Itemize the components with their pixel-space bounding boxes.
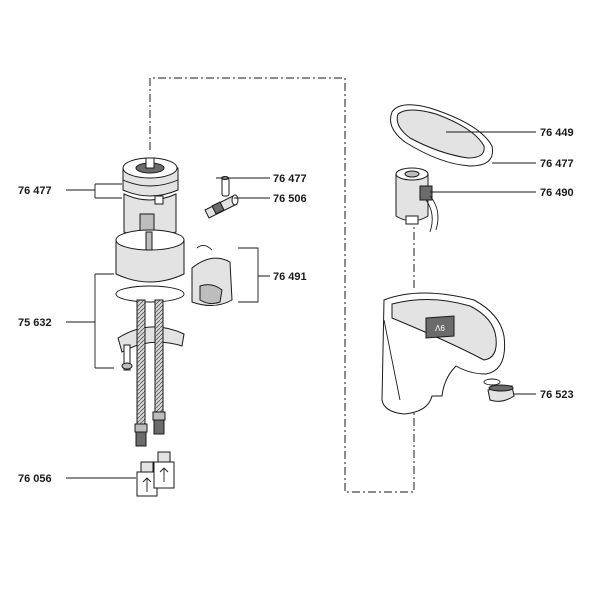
supply-hose-right: [152, 299, 166, 435]
leader-lines: [66, 131, 536, 479]
cartridge-housing: [115, 229, 185, 283]
cover-cap: [191, 245, 233, 306]
mounting-plate: [117, 326, 185, 371]
assembly-centerline: [149, 77, 415, 493]
hose-connector-left: [136, 461, 158, 497]
label-76477-left: 76 477: [18, 185, 52, 197]
spout-body: 9V: [381, 292, 506, 415]
handle-lever: [390, 104, 494, 167]
valve-insert: [204, 194, 239, 219]
cartridge-body: [123, 193, 177, 238]
hose-connector-right: [153, 451, 175, 489]
label-76449: 76 449: [540, 127, 574, 139]
label-76491: 76 491: [273, 271, 307, 283]
label-76506: 76 506: [273, 193, 307, 205]
label-76523: 76 523: [540, 389, 574, 401]
aerator: [483, 378, 515, 402]
pin-part: [221, 176, 230, 197]
supply-hose-left: [134, 299, 148, 447]
label-76477-right: 76 477: [540, 158, 574, 170]
spout-marking: 9V: [434, 323, 444, 332]
o-ring-seal: [115, 285, 185, 303]
label-76490: 76 490: [540, 187, 574, 199]
label-76477-mid: 76 477: [273, 173, 307, 185]
label-76056: 76 056: [18, 473, 52, 485]
label-75632: 75 632: [18, 317, 52, 329]
sensor-module: [395, 167, 439, 233]
cartridge-top-ring: [122, 157, 179, 197]
